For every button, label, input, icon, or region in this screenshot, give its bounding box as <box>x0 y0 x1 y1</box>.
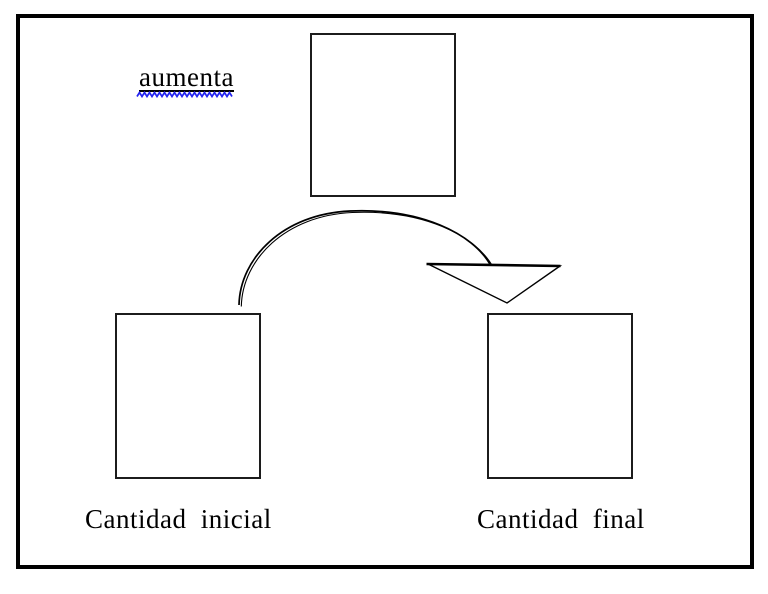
spellcheck-squiggle-icon <box>136 90 233 99</box>
initial-quantity-box <box>115 313 261 479</box>
squiggle-path <box>136 90 233 99</box>
caption-final-quantity: Cantidad final <box>477 504 645 534</box>
top-box <box>310 33 456 197</box>
annotation-aumenta: aumenta <box>139 62 234 92</box>
final-quantity-box <box>487 313 633 479</box>
caption-initial-quantity: Cantidad inicial <box>85 504 272 534</box>
